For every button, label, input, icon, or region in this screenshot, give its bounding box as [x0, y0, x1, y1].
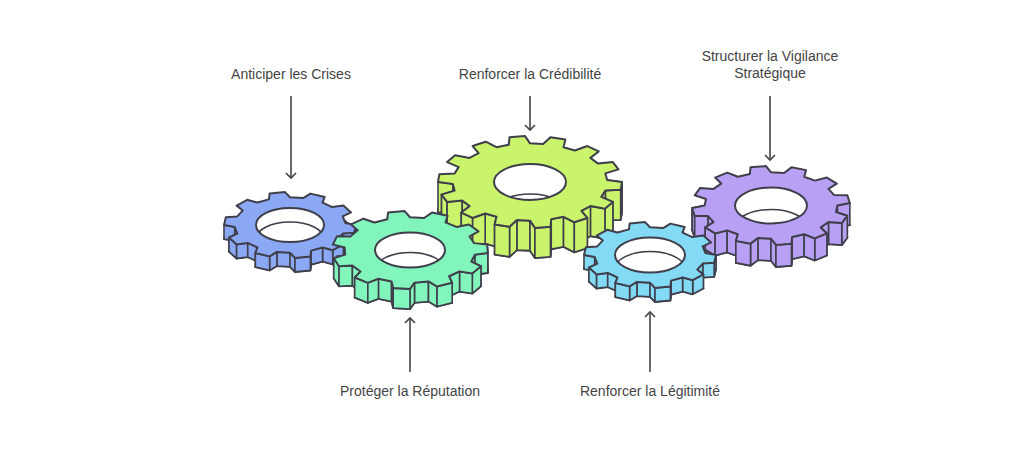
gear-hole-rim [375, 233, 445, 268]
gear-shape [582, 220, 718, 304]
gear-hole [615, 238, 685, 273]
gear-side-face [393, 288, 410, 309]
gear-side-face [637, 282, 650, 297]
gear-hole-rim [735, 187, 807, 223]
gear-side-face [495, 224, 510, 256]
gear-hole-inner [735, 209, 807, 245]
gear-side-face [776, 243, 791, 266]
leader-arrow [769, 96, 771, 160]
gear-side-face [447, 201, 462, 232]
gear-label: Anticiper les Crises [191, 66, 391, 83]
gear-side-face [295, 256, 310, 272]
gear-side-face [551, 217, 563, 249]
gear-side-face [792, 234, 804, 259]
leader-arrow [409, 318, 411, 372]
gear-side-face [237, 243, 248, 258]
gear-node: Renforcer la Légitimité [582, 220, 718, 304]
leader-arrow [529, 96, 531, 130]
gear-shape [330, 209, 490, 311]
gear-side-face [277, 252, 290, 267]
gear-label: Structurer la Vigilance Stratégique [688, 48, 853, 82]
gear-side-face [758, 238, 771, 261]
gear-side-face [473, 213, 486, 248]
gear-hole-rim [494, 164, 566, 200]
gear-label: Renforcer la Crédibilité [420, 66, 640, 83]
gear-side-face [828, 222, 841, 245]
gear-side-face [414, 281, 428, 302]
gear-side-face [736, 240, 751, 265]
gear-shape [690, 164, 852, 269]
gear-side-face [535, 227, 551, 258]
leader-arrow [290, 96, 292, 178]
gear-label: Protéger la Réputation [310, 383, 510, 400]
gear-hole [735, 187, 807, 223]
gear-hole-rim [256, 208, 324, 242]
gear-top [438, 136, 622, 228]
gear-label: Renforcer la Légitimité [550, 383, 750, 400]
gear-top [692, 166, 850, 245]
gear-side-face [517, 220, 530, 251]
gear-side-face [655, 286, 670, 302]
gear-hole-rim [615, 238, 685, 273]
gear-side-face [339, 266, 352, 287]
leader-arrow [649, 312, 651, 372]
gear-top [333, 211, 488, 289]
gear-top [224, 192, 356, 258]
gear-hole [375, 233, 445, 268]
gear-node: Structurer la Vigilance Stratégique [690, 164, 852, 269]
gear-side-face [460, 271, 473, 293]
gear-side-face [378, 279, 391, 302]
gear-hole-inner [615, 252, 685, 287]
gear-side-face [703, 263, 714, 278]
gear-node: Protéger la Réputation [330, 209, 490, 311]
gear-hole-inner [256, 222, 324, 256]
gear-side-face [715, 230, 727, 255]
gear-hole-inner [375, 253, 445, 288]
gear-hole [256, 208, 324, 242]
gear-side-face [597, 273, 608, 288]
